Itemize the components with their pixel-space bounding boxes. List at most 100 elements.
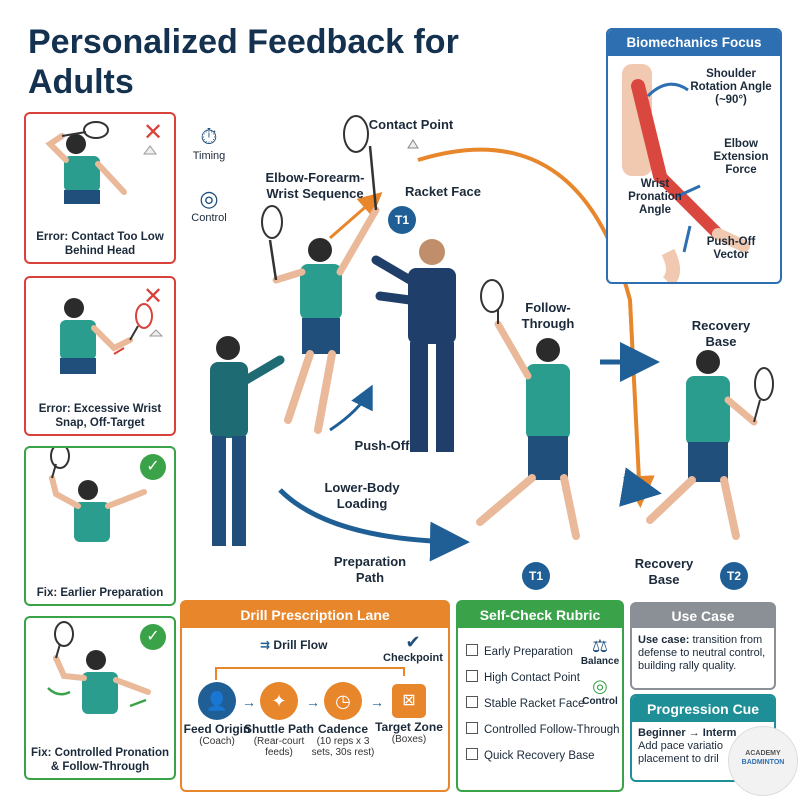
step-name: Feed Origin: [183, 722, 251, 736]
drill-connector: [215, 667, 405, 680]
error-card-contact-low[interactable]: ✕ Error: Contact Too Low Behind Head: [24, 112, 176, 264]
player-illustration: [45, 121, 157, 204]
arrow-right-icon: →: [370, 694, 384, 710]
balance-tag: ⚖ Balance: [580, 636, 620, 667]
checkbox[interactable]: [466, 644, 478, 656]
drill-prescription-panel: Drill Prescription Lane ⇉ Drill Flow ✔ C…: [180, 600, 450, 792]
checkbox[interactable]: [466, 696, 478, 708]
player-illustration: [60, 298, 164, 374]
progression-lead: Beginner → Interm: [638, 727, 737, 739]
timing-indicator: ⏱ Timing: [184, 124, 234, 162]
use-case-title: Use Case: [632, 604, 774, 628]
error-x-icon: ✕: [142, 283, 164, 310]
check-icon: ✓: [140, 454, 166, 480]
label-recovery-base-top: Recovery Base: [691, 318, 751, 349]
drill-flow-label: Drill Flow: [273, 638, 328, 652]
balance-label: Balance: [580, 656, 620, 667]
timing-marker-t2: T2: [720, 562, 748, 590]
clock-icon: ◷: [324, 682, 362, 720]
drill-flow: ⇉ Drill Flow: [260, 638, 327, 652]
timing-marker-t1-top: T1: [388, 206, 416, 234]
checkbox[interactable]: [466, 748, 478, 760]
timing-label: Timing: [192, 150, 226, 162]
label-push-off: Push-Off: [354, 438, 410, 453]
fix-card-pronation[interactable]: ✓ Fix: Controlled Pronation & Follow-Thr…: [24, 616, 176, 780]
card-caption: Fix: Earlier Preparation: [36, 587, 164, 599]
rubric-item[interactable]: Stable Racket Face: [466, 696, 584, 711]
academy-logo: ACADEMY BADMINTON: [728, 726, 798, 796]
label-follow-through: Follow-Through: [521, 300, 575, 331]
label-recovery-base-bottom: Recovery Base: [634, 556, 694, 587]
progression-line2: Add pace variatio: [638, 740, 723, 752]
logo-line2: BADMINTON: [741, 759, 785, 766]
arrow-right-icon: →: [306, 694, 320, 710]
jumping-player: [261, 115, 380, 434]
coach-figure-left: [210, 336, 285, 546]
drill-step-feed[interactable]: 👤 Feed Origin (Coach): [182, 682, 252, 747]
anatomy-illustration: [622, 64, 750, 282]
control-tag: ◎ Control: [580, 676, 620, 707]
follow-through-player: [476, 279, 580, 540]
recovery-player: [646, 350, 774, 540]
fix-card-early-prep[interactable]: ✓ Fix: Earlier Preparation: [24, 446, 176, 606]
self-check-rubric: Self-Check Rubric Early Preparation High…: [456, 600, 624, 792]
progression-title: Progression Cue: [632, 696, 774, 722]
error-x-icon: ✕: [142, 119, 164, 146]
error-card-wrist-snap[interactable]: ✕ Error: Excessive Wrist Snap, Off-Targe…: [24, 276, 176, 436]
label-contact-point: Contact Point: [368, 117, 454, 132]
coach-figure-center: [371, 239, 456, 452]
progression-line3: placement to dril: [638, 753, 719, 765]
rubric-item-label: Quick Recovery Base: [484, 750, 595, 762]
label-shoulder: Shoulder Rotation Angle (~90°): [690, 68, 772, 106]
label-elbow: Elbow Extension Force: [713, 138, 769, 176]
card-caption: Error: Excessive Wrist Snap, Off-Target: [38, 403, 162, 429]
drill-step-target[interactable]: ⊠ Target Zone (Boxes): [374, 682, 444, 745]
step-sub: (Boxes): [391, 734, 427, 745]
scale-icon: ⚖: [591, 636, 609, 656]
player-illustration: [47, 621, 151, 714]
rubric-item-label: High Contact Point: [484, 672, 580, 684]
checkbox[interactable]: [466, 722, 478, 734]
label-prep-path: Preparation Path: [333, 554, 407, 585]
timing-marker-t1-bottom: T1: [522, 562, 550, 590]
biomechanics-panel: Biomechanics Focus Shoulder Rotation Ang…: [606, 28, 782, 284]
control-tag-label: Control: [582, 696, 618, 707]
shuttle-icon: ✦: [260, 682, 298, 720]
rubric-item-label: Early Preparation: [484, 646, 573, 658]
step-sub: (Coach): [199, 736, 235, 747]
label-racket-face: Racket Face: [405, 184, 481, 199]
rubric-item[interactable]: High Contact Point: [466, 670, 580, 685]
arrow-right-icon: →: [242, 694, 256, 710]
player-illustration: [49, 448, 147, 542]
biomechanics-title: Biomechanics Focus: [608, 30, 780, 56]
step-name: Target Zone: [375, 720, 443, 734]
rubric-item[interactable]: Quick Recovery Base: [466, 748, 595, 763]
use-case-lead: Use case:: [638, 634, 690, 646]
scene-illustration: [210, 115, 774, 562]
target-icon: ◎: [592, 676, 608, 696]
checkpoint-label: Checkpoint: [383, 652, 443, 664]
target-box-icon: ⊠: [392, 684, 426, 718]
check-icon: ✓: [140, 624, 166, 650]
label-elbow-sequence: Elbow-Forearm-Wrist Sequence: [265, 170, 365, 201]
control-label: Control: [191, 212, 227, 224]
card-caption: Fix: Controlled Pronation & Follow-Throu…: [31, 747, 169, 773]
page-title: Personalized Feedback for Adults: [28, 23, 459, 101]
use-case-text: transition from defense to neutral contr…: [638, 634, 766, 672]
label-lower-body: Lower-Body Loading: [324, 480, 400, 511]
rubric-item-label: Stable Racket Face: [484, 698, 585, 710]
checkbox[interactable]: [466, 670, 478, 682]
target-icon: ◎: [199, 186, 219, 211]
label-wrist: Wrist Pronation Angle: [628, 178, 682, 216]
checkpoint: ✔ Checkpoint: [382, 632, 444, 664]
drill-step-shuttle[interactable]: ✦ Shuttle Path (Rear-court feeds): [244, 682, 314, 758]
person-icon: 👤: [198, 682, 236, 720]
label-pushoff: Push-Off Vector: [706, 236, 756, 261]
rubric-item[interactable]: Early Preparation: [466, 644, 573, 659]
rubric-item-label: Controlled Follow-Through: [484, 724, 620, 736]
step-name: Cadence: [317, 722, 369, 736]
stopwatch-icon: ⏱: [200, 124, 218, 149]
drill-step-cadence[interactable]: ◷ Cadence (10 reps x 3 sets, 30s rest): [308, 682, 378, 758]
rubric-item[interactable]: Controlled Follow-Through: [466, 722, 620, 737]
control-indicator: ◎ Control: [184, 186, 234, 224]
